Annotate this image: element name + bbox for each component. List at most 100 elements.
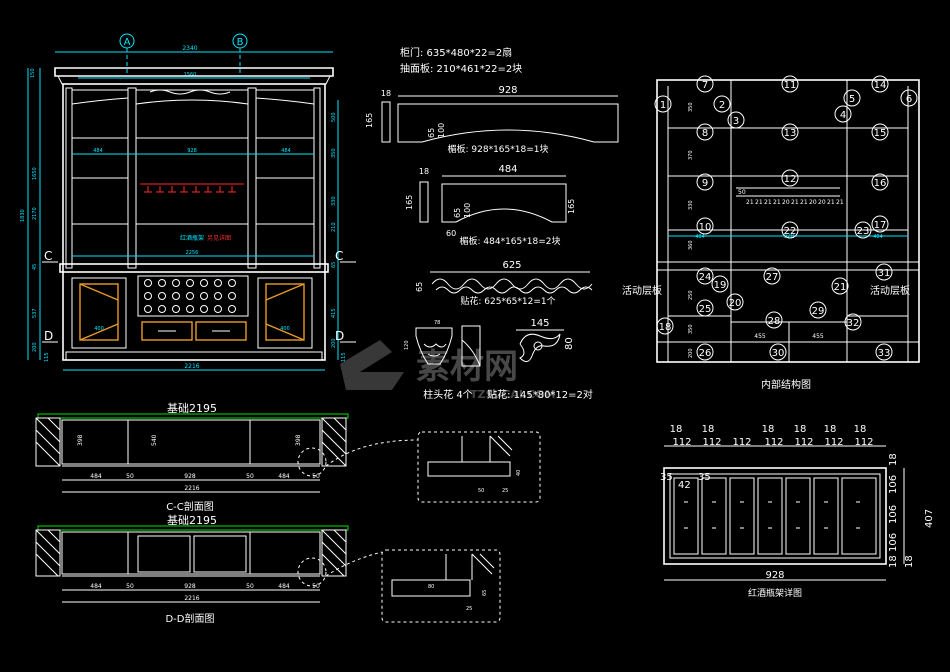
dim-upper-center: 928: [187, 148, 197, 154]
detail-cc-dim-3: 40: [516, 470, 522, 476]
flower-shape: [519, 333, 561, 362]
part-number: [763, 267, 781, 285]
part-number: [854, 221, 872, 239]
section-cc-h2: 540: [151, 434, 158, 446]
svg-text:50: 50: [312, 473, 320, 480]
svg-text:33: 33: [878, 348, 891, 359]
lower-right-door: [257, 277, 313, 349]
part-number: [656, 317, 674, 335]
dim-left-counter: 45: [32, 264, 38, 270]
svg-text:22: 22: [784, 226, 797, 237]
svg-text:9: 9: [702, 178, 708, 189]
adjustable-shelf-right: 活动层板: [870, 284, 910, 297]
svg-text:2: 2: [719, 100, 725, 111]
svg-text:928: 928: [184, 583, 196, 590]
wine-rack-label: 红酒瓶架: [180, 234, 204, 242]
flower-width: 145: [530, 318, 549, 329]
part-number: [834, 105, 852, 123]
svg-text:31: 31: [878, 268, 891, 279]
part-number: [711, 275, 729, 293]
board2-height: 165: [405, 195, 414, 210]
capital-side-curve: [461, 339, 481, 367]
part-number-circles: 1 2 3 4 5 6 7 8 9 10 11 12 13 14 15 16 1…: [654, 75, 918, 361]
svg-text:18: 18: [854, 424, 867, 435]
svg-text:20: 20: [809, 199, 817, 206]
door-note-1: 柜门: 635*480*22=2扇: [400, 46, 512, 59]
svg-text:50: 50: [126, 473, 134, 480]
svg-text:112: 112: [732, 437, 751, 448]
dim-inner-top: 2256: [186, 250, 199, 256]
part-number: [713, 95, 731, 113]
detail-cc-dim-1: 50: [478, 488, 484, 494]
svg-text:20: 20: [818, 199, 826, 206]
hatch: [489, 435, 513, 457]
svg-text:30: 30: [772, 348, 785, 359]
part-number: [696, 343, 714, 361]
dim-left-total: 1830: [20, 209, 26, 222]
board2-caption: 楣板: 484*165*18=2块: [460, 235, 561, 247]
svg-text:12: 12: [784, 174, 797, 185]
board1-thk: 18: [381, 89, 391, 98]
svg-text:14: 14: [874, 80, 887, 91]
detail-callout: [297, 557, 327, 587]
hatch: [321, 529, 347, 577]
svg-text:3: 3: [733, 116, 739, 127]
board1-side: [381, 101, 391, 143]
svg-text:106: 106: [888, 505, 899, 524]
part-number: [726, 293, 744, 311]
svg-text:350: 350: [688, 102, 694, 112]
bottle-grid: [137, 275, 249, 317]
svg-text:19: 19: [714, 280, 727, 291]
dim-left-upper: 2170: [32, 207, 38, 220]
section-marker-c-left: C: [44, 249, 52, 263]
svg-text:18: 18: [888, 453, 899, 466]
watermark: 素材网 TZSUCAI.COM: [340, 340, 556, 401]
svg-text:21: 21: [834, 282, 847, 293]
svg-text:21: 21: [764, 199, 772, 206]
part-number: [769, 343, 787, 361]
section-cc-caption: C-C剖面图: [166, 500, 214, 513]
dim-right-1: 350: [331, 148, 337, 158]
part-number: [871, 123, 889, 141]
column-right: [313, 87, 321, 269]
board1-width: 928: [498, 85, 517, 96]
wine-glasses: [144, 186, 236, 193]
section-marker-d-left: D: [44, 329, 53, 343]
section-dd-drawer-right: [193, 535, 247, 573]
part-number: [696, 267, 714, 285]
section-cc-h1: 398: [77, 434, 84, 446]
section-cc: 基础2195 398 540 398 484 50 928 50 484 50 …: [35, 402, 541, 513]
hatch: [471, 553, 495, 575]
svg-text:21: 21: [836, 199, 844, 206]
internal-structure: 50 21 21 21 21 20 21 21 20 20 21 21 484 …: [622, 75, 920, 391]
hatch: [35, 529, 61, 577]
part-number: [843, 89, 861, 107]
wine-rack-slots: [673, 477, 877, 555]
svg-text:21: 21: [791, 199, 799, 206]
applique-width: 625: [502, 260, 521, 271]
part-number: [781, 123, 799, 141]
axis-marker-b: [232, 33, 248, 49]
part-number: [809, 301, 827, 319]
dim-bottom-right: 455: [812, 333, 824, 340]
board2-thk: 18: [419, 167, 429, 176]
svg-text:16: 16: [874, 178, 887, 189]
detail-dd-dim-3: 65: [482, 590, 488, 596]
svg-text:18: 18: [824, 424, 837, 435]
section-dd-wall-left: [35, 529, 61, 577]
section-cc-title: 基础2195: [167, 402, 217, 415]
internal-outline: [656, 79, 920, 363]
dim-left-base: 537: [32, 308, 38, 318]
svg-text:23: 23: [857, 226, 870, 237]
dim-top-inner: 1560: [184, 72, 197, 78]
svg-text:50: 50: [312, 583, 320, 590]
dim-center: 928: [783, 233, 795, 240]
svg-text:15: 15: [874, 128, 887, 139]
section-cc-h3: 398: [295, 434, 302, 446]
flower-caption: 贴花: 145*80*12=2对: [487, 388, 593, 401]
svg-text:112: 112: [794, 437, 813, 448]
flower-height: 80: [564, 337, 575, 350]
part-number: [765, 311, 783, 329]
svg-text:10: 10: [699, 222, 712, 233]
